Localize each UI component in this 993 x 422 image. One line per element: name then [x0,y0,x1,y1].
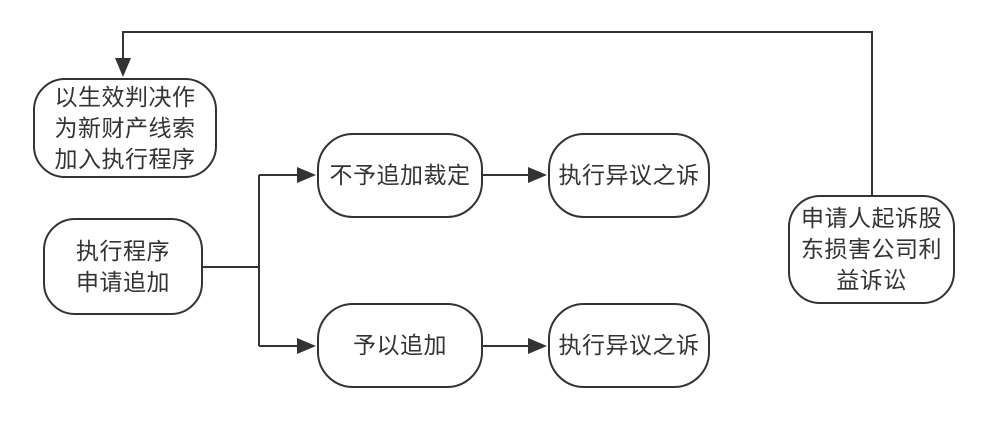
arrowhead-to-ruling-no-addition [297,167,316,183]
node-ruling-no-addition: 不予追加裁定 [317,133,483,218]
arrowhead-ruling-to-objection [528,167,547,183]
node-execution-addition-application: 执行程序 申请追加 [43,218,203,315]
node-label: 予以追加 [353,332,447,358]
arrowhead-to-addition-granted [297,338,316,354]
node-label: 不予追加裁定 [329,162,471,188]
node-objection-lawsuit-bottom: 执行异议之诉 [548,303,710,388]
node-objection-lawsuit-top: 执行异议之诉 [548,133,710,218]
node-effective-judgment-clue: 以生效判决作 为新财产线索 加入执行程序 [33,78,217,178]
arrowhead-granted-to-objection [528,338,547,354]
node-label: 执行异议之诉 [558,162,700,188]
node-label: 执行程序 申请追加 [76,237,170,295]
node-applicant-sues-shareholder: 申请人起诉股 东损害公司利 益诉讼 [788,195,955,304]
arrowhead-applicant-to-judgment [115,58,131,77]
node-label: 执行异议之诉 [558,332,700,358]
edge-applicant-to-judgment [122,31,873,195]
node-addition-granted: 予以追加 [317,303,483,388]
node-label: 申请人起诉股 东损害公司利 益诉讼 [801,205,942,293]
node-label: 以生效判决作 为新财产线索 加入执行程序 [54,83,196,172]
